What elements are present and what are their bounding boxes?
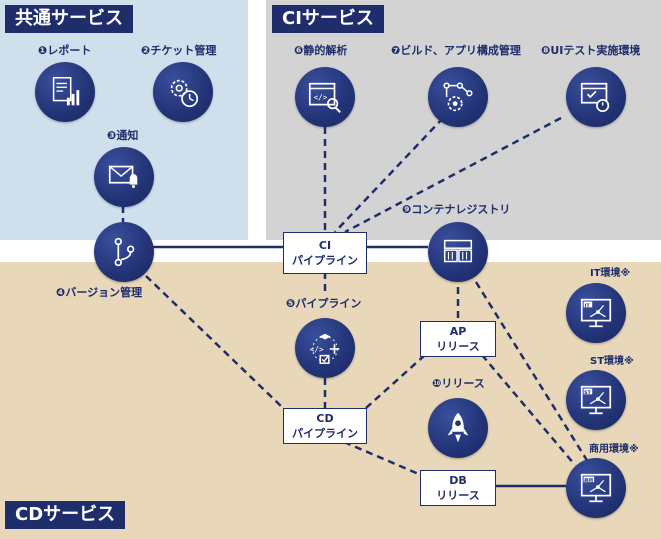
build-text: ビルド、アプリ構成管理 xyxy=(400,44,521,57)
cd-pipeline-line1: CD xyxy=(316,412,334,425)
ui-test-label: ❽UIテスト実施環境 xyxy=(541,44,640,58)
release-rocket-icon xyxy=(428,398,488,458)
container-registry-number: ❾ xyxy=(402,203,412,216)
ap-release-box: AP リリース xyxy=(420,321,496,357)
st-badge-text: ST xyxy=(584,390,591,396)
version-label: ❹バージョン管理 xyxy=(56,286,142,300)
version-control-branch-icon xyxy=(94,222,154,282)
svg-text:</>: </> xyxy=(314,93,328,102)
static-analysis-number: ❻ xyxy=(294,44,304,57)
static-analysis-text: 静的解析 xyxy=(303,44,348,57)
build-config-icon xyxy=(428,67,488,127)
build-number: ❼ xyxy=(391,44,401,57)
ci-pipeline-line2: パイプライン xyxy=(292,254,358,267)
ci-pipeline-line1: CI xyxy=(318,239,332,252)
ci-pipeline-box: CI パイプライン xyxy=(283,232,367,274)
version-text: バージョン管理 xyxy=(65,286,143,299)
ui-test-number: ❽ xyxy=(541,44,551,57)
prod-badge-text: 商用 xyxy=(584,477,594,484)
report-number: ❶ xyxy=(38,44,48,57)
ui-test-text: UIテスト実施環境 xyxy=(550,44,641,57)
line-version-cd xyxy=(145,275,284,409)
production-environment-icon: 商用 xyxy=(566,458,626,518)
line-cd-db xyxy=(343,440,422,477)
it-environment-icon: IT xyxy=(566,283,626,343)
notify-text: 通知 xyxy=(116,129,139,142)
st-environment-label: ST環境※ xyxy=(590,356,634,367)
ticket-label: ❷チケット管理 xyxy=(141,44,216,58)
container-registry-text: コンテナレジストリ xyxy=(411,203,511,216)
db-release-line2: リリース xyxy=(436,489,480,502)
it-badge-text: IT xyxy=(585,303,591,309)
container-registry-icon xyxy=(428,222,488,282)
ap-release-line2: リリース xyxy=(436,340,480,353)
notify-label: ❸通知 xyxy=(107,129,138,143)
cd-pipeline-box: CD パイプライン xyxy=(283,408,367,444)
pipeline-number: ❺ xyxy=(286,297,296,310)
notification-mail-bell-icon xyxy=(94,147,154,207)
notify-number: ❸ xyxy=(107,129,117,142)
pipeline-icon: </> xyxy=(295,318,355,378)
db-release-line1: DB xyxy=(449,474,467,487)
production-environment-label: 商用環境※ xyxy=(589,444,639,455)
ticket-gear-clock-icon xyxy=(153,62,213,122)
static-analysis-icon: </> xyxy=(295,67,355,127)
report-text: レポート xyxy=(47,44,92,57)
st-environment-icon: ST xyxy=(566,370,626,430)
ci-services-title: CIサービス xyxy=(272,5,384,33)
cd-services-region xyxy=(0,262,661,539)
release-label: ❿リリース xyxy=(432,377,485,391)
svg-text:</>: </> xyxy=(310,345,324,354)
pipeline-text: パイプライン xyxy=(295,297,362,310)
db-release-box: DB リリース xyxy=(420,470,496,506)
version-number: ❹ xyxy=(56,286,66,299)
static-analysis-label: ❻静的解析 xyxy=(294,44,347,58)
report-label: ❶レポート xyxy=(38,44,91,58)
line-ap-prod xyxy=(481,354,576,466)
ui-test-environment-icon xyxy=(566,67,626,127)
ticket-number: ❷ xyxy=(141,44,151,57)
it-environment-label: IT環境※ xyxy=(590,268,631,279)
container-registry-label: ❾コンテナレジストリ xyxy=(402,203,510,217)
line-cd-ap xyxy=(365,354,426,409)
report-icon xyxy=(35,62,95,122)
release-number: ❿ xyxy=(432,377,442,390)
cd-services-title: CDサービス xyxy=(5,501,126,529)
ticket-text: チケット管理 xyxy=(150,44,217,57)
release-text: リリース xyxy=(441,377,485,390)
common-services-title: 共通サービス xyxy=(5,5,133,33)
ap-release-line1: AP xyxy=(449,325,467,338)
pipeline-label: ❺パイプライン xyxy=(286,297,361,311)
build-label: ❼ビルド、アプリ構成管理 xyxy=(391,44,521,58)
line-uitest-ci xyxy=(344,116,562,234)
cd-pipeline-line2: パイプライン xyxy=(292,427,358,440)
line-build-ci xyxy=(334,117,444,233)
